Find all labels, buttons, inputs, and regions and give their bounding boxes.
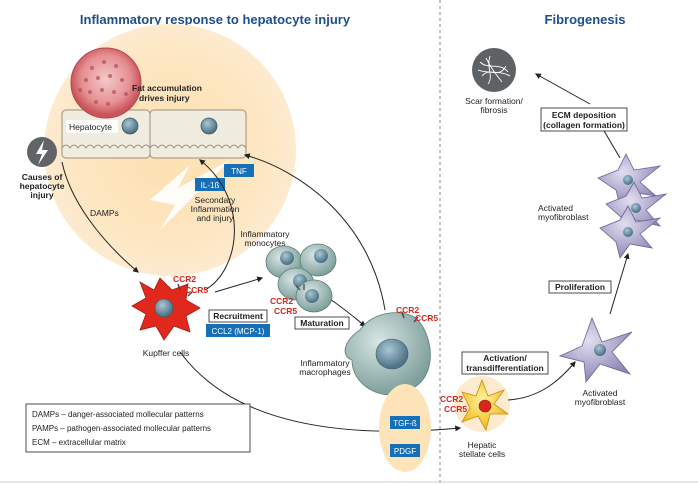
secondary-label-line1: Secondary: [195, 195, 236, 205]
monocyte-cells: [265, 243, 337, 313]
activation-box: [461, 351, 549, 375]
legend-box: [25, 403, 251, 453]
proliferation-arrow: [609, 252, 630, 315]
legend-item-ecm: ECM – extracellular matrix: [32, 438, 126, 447]
pdgf-box: [390, 444, 420, 457]
stellate-ccr5: CCR5: [444, 404, 467, 414]
activation-arrow: [507, 361, 576, 401]
maturation-box: [294, 316, 350, 330]
il1b-box: [195, 178, 225, 191]
fat-label-line2: drives injury: [139, 93, 190, 103]
activation-label-line2: transdifferentiation: [466, 363, 543, 373]
tgfb-label: TGF-ß: [393, 419, 417, 428]
myofibroblast-top-label-line1: Activated: [538, 203, 573, 213]
fibrosis-swirl-icon: [472, 48, 516, 92]
myofibroblast-cluster: [597, 153, 668, 259]
injury-bolt-shape: [150, 160, 230, 230]
damps-arrow: [61, 161, 139, 273]
monocytes-label-line2: monocytes: [244, 238, 285, 248]
causes-label-line2: hepatocyte: [20, 181, 65, 191]
hepatocyte-row: [61, 109, 247, 159]
stellate-ccr2: CCR2: [440, 394, 463, 404]
legend-item-pamps: PAMPs – pathogen-associated mollecular p…: [32, 424, 211, 433]
macrophage-label-line1: Inflammatory: [300, 358, 350, 368]
monocyte-ccr5: CCR5: [274, 306, 297, 316]
hepatocyte-label: Hepatocyte: [69, 122, 112, 132]
stellate-cell: [454, 376, 510, 432]
recruitment-arrow: [214, 276, 264, 293]
causes-label-line3: injury: [30, 190, 53, 200]
fat-droplet: [70, 47, 142, 119]
damps-label: DAMPs: [90, 208, 119, 218]
scar-label-line2: fibrosis: [481, 105, 508, 115]
macrophage-label-line2: macrophages: [299, 367, 351, 377]
kupffer-ccr5: CCR5: [185, 285, 208, 295]
secondary-label-line2: Inflammation: [191, 204, 240, 214]
tgfb-box: [390, 416, 420, 429]
il1b-label: IL-1ß: [201, 181, 220, 190]
secondary-label-line3: and injury: [197, 213, 235, 223]
legend-item-damps: DAMPs – danger-associated mollecular pat…: [32, 410, 204, 419]
recruitment-box: [208, 309, 268, 323]
causes-label-line1: Causes of: [22, 172, 63, 182]
kupffer-ccr2: CCR2: [173, 274, 196, 284]
stellate-label-line2: stellate cells: [459, 449, 505, 459]
myofibroblast-bottom: [558, 316, 633, 384]
macrophage-to-hepatocyte-arrow: [243, 153, 386, 311]
ecm-label-line1: ECM deposition: [552, 110, 616, 120]
chemokine-label: CCL2 (MCP-1): [212, 327, 265, 336]
proliferation-label: Proliferation: [555, 282, 605, 292]
chemokine-box: [206, 324, 270, 337]
kupffer-cell: [131, 277, 201, 341]
pdgf-label: PDGF: [394, 447, 416, 456]
right-section-title: Fibrogenesis: [545, 12, 626, 27]
myofibroblast-top-label-line2: myofibroblast: [538, 212, 589, 222]
recruitment-label: Recruitment: [213, 311, 263, 321]
lightning-icon: [27, 137, 57, 167]
activation-label-line1: Activation/: [483, 353, 527, 363]
myofibroblast-bottom-label-line1: Activated: [583, 388, 618, 398]
monocytes-label-line1: Inflammatory: [240, 229, 290, 239]
kupffer-label: Kupffer cells: [143, 348, 190, 358]
kupffer-to-hepatocyte-arrow: [199, 159, 235, 291]
macrophage-ccr2: CCR2: [396, 305, 419, 315]
tnf-box: [224, 164, 254, 177]
tnf-label: TNF: [231, 167, 247, 176]
ecm-arrow-upper: [534, 73, 591, 105]
left-section-title: Inflammatory response to hepatocyte inju…: [80, 12, 351, 27]
macrophage-ccr5: CCR5: [415, 313, 438, 323]
macrophage-cell: [344, 311, 431, 396]
scar-label-line1: Scar formation/: [465, 96, 523, 106]
ecm-label-line2: (collagen formation): [543, 120, 625, 130]
ecm-box: [540, 107, 628, 132]
stellate-label-line1: Hepatic: [468, 440, 498, 450]
proliferation-box: [548, 280, 612, 294]
myofibroblast-bottom-label-line2: myofibroblast: [575, 397, 626, 407]
maturation-label: Maturation: [300, 318, 343, 328]
monocyte-ccr2: CCR2: [270, 296, 293, 306]
fat-label-line1: Fat accumulation: [132, 83, 202, 93]
